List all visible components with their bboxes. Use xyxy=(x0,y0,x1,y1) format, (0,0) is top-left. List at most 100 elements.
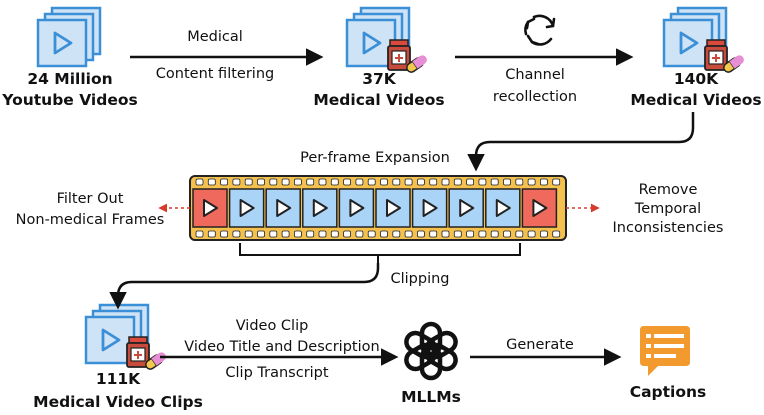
perforation-hole xyxy=(220,230,229,238)
perforation-hole xyxy=(269,178,278,186)
perforation-hole xyxy=(441,178,450,186)
mllm-label: MLLMs xyxy=(401,388,461,406)
filter-step-bottom-label: Content filtering xyxy=(156,66,274,82)
perforation-hole xyxy=(478,230,487,238)
play-icon xyxy=(239,199,255,217)
play-icon xyxy=(422,199,438,217)
perforation-hole xyxy=(232,230,241,238)
generate-step-label: Generate xyxy=(506,337,574,353)
perforation-hole xyxy=(318,178,327,186)
perforation-hole xyxy=(343,230,352,238)
perforation-hole xyxy=(392,178,401,186)
perforation-hole xyxy=(466,178,475,186)
play-icon xyxy=(203,199,218,217)
recollected-count-label: 140K xyxy=(674,70,719,88)
play-icon xyxy=(312,199,328,217)
perforation-hole xyxy=(195,178,204,186)
perforation-hole xyxy=(380,230,388,238)
perforation-hole xyxy=(232,178,241,186)
medicine-badge-icon xyxy=(704,39,747,75)
play-icon xyxy=(349,199,365,217)
perforation-hole xyxy=(416,178,425,186)
play-icon xyxy=(495,199,511,217)
perforation-hole xyxy=(244,230,253,238)
input-title-description-label: Video Title and Description xyxy=(184,339,379,355)
expansion-connector xyxy=(467,112,695,172)
recollected-videos-icon xyxy=(662,6,747,75)
perforation-hole xyxy=(330,230,339,238)
filmstrip-perforations xyxy=(195,178,561,238)
perforation-hole xyxy=(281,230,290,238)
perforation-hole xyxy=(552,230,561,238)
filter-step-top-label: Medical xyxy=(187,29,243,45)
perforation-hole xyxy=(207,230,216,238)
clips-count-label: 111K xyxy=(96,370,141,388)
play-icon xyxy=(459,199,475,217)
filtered-count-label: 37K xyxy=(362,70,397,88)
perforation-hole xyxy=(515,230,524,238)
perforation-hole xyxy=(503,178,511,186)
perforation-hole xyxy=(515,178,524,186)
perforation-hole xyxy=(527,230,536,238)
refresh-cycle-icon xyxy=(524,14,556,46)
input-transcript-label: Clip Transcript xyxy=(225,365,328,381)
clipping-step-label: Clipping xyxy=(390,271,449,287)
perforation-hole xyxy=(404,230,413,238)
source-videos-icon xyxy=(36,6,102,68)
perforation-hole xyxy=(257,230,265,238)
perforation-hole xyxy=(306,230,315,238)
expansion-step-label: Per-frame Expansion xyxy=(300,150,450,166)
perforation-hole xyxy=(318,230,327,238)
perforation-hole xyxy=(490,178,499,186)
recollected-type-label: Medical Videos xyxy=(630,91,761,109)
perforation-hole xyxy=(330,178,339,186)
remove-label-line2: Temporal xyxy=(634,201,701,217)
perforation-hole xyxy=(355,178,364,186)
clips-icon xyxy=(84,303,169,372)
captions-label: Captions xyxy=(630,383,707,401)
perforation-hole xyxy=(195,230,204,238)
perforation-hole xyxy=(293,230,302,238)
perforation-hole xyxy=(429,230,438,238)
kept-frame xyxy=(338,188,375,228)
perforation-hole xyxy=(540,230,548,238)
perforation-hole xyxy=(392,230,401,238)
perforation-hole xyxy=(293,178,302,186)
source-type-label: Youtube Videos xyxy=(1,91,137,109)
perforation-hole xyxy=(281,178,290,186)
perforation-hole xyxy=(355,230,364,238)
perforation-hole xyxy=(207,178,216,186)
perforation-hole xyxy=(269,230,278,238)
source-count-label: 24 Million xyxy=(27,70,112,88)
play-icon xyxy=(386,199,401,217)
input-video-clip-label: Video Clip xyxy=(236,318,309,334)
medicine-badge-icon xyxy=(126,336,169,372)
captions-icon xyxy=(640,326,690,376)
perforation-hole xyxy=(453,178,462,186)
filter-out-label-line2: Non-medical Frames xyxy=(16,212,165,228)
perforation-hole xyxy=(540,178,548,186)
perforation-hole xyxy=(343,178,352,186)
clips-type-label: Medical Video Clips xyxy=(33,393,203,411)
remove-label-line1: Remove xyxy=(639,182,698,198)
filter-out-label-line1: Filter Out xyxy=(57,191,124,207)
logo-petal xyxy=(404,330,438,360)
medicine-badge-icon xyxy=(387,39,430,75)
recollect-step-line1: Channel xyxy=(505,67,565,83)
perforation-hole xyxy=(257,178,265,186)
remove-label-line3: Inconsistencies xyxy=(613,220,724,236)
perforation-hole xyxy=(441,230,450,238)
filtered-videos-icon xyxy=(345,6,430,75)
perforation-hole xyxy=(416,230,425,238)
perforation-hole xyxy=(453,230,462,238)
play-icon xyxy=(532,199,548,217)
perforation-hole xyxy=(367,178,376,186)
perforation-hole xyxy=(552,178,561,186)
perforation-hole xyxy=(429,178,438,186)
perforation-hole xyxy=(490,230,499,238)
perforation-hole xyxy=(244,178,253,186)
mllm-logo-icon xyxy=(404,321,458,381)
perforation-hole xyxy=(220,178,229,186)
